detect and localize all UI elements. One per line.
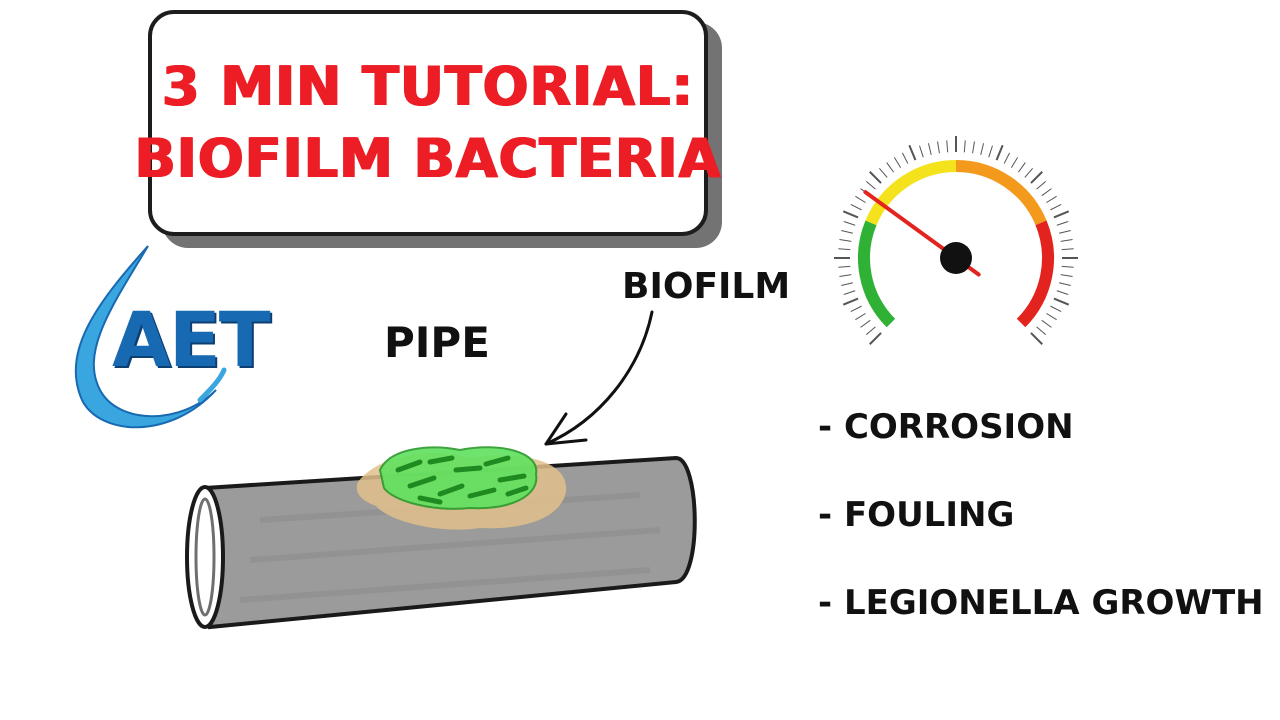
gauge-tick [908,144,917,161]
effect-item-corrosion: - CORROSION [818,407,1074,447]
gauge-tick [865,180,876,190]
gauge-tick [1061,265,1074,268]
gauge-tick [1061,248,1074,251]
gauge-tick [842,297,859,306]
gauge-tick [839,239,852,242]
gauge-tick [865,326,876,336]
speedometer-gauge-icon [834,136,1078,345]
gauge-tick [980,143,985,156]
gauge-tick [1050,203,1062,211]
gauge-tick [842,210,859,219]
effects-list: - CORROSION - FOULING - LEGIONELLA GROWT… [818,402,1264,666]
water-drop-swoosh-icon [74,245,227,429]
gauge-tick [1041,188,1052,197]
gauge-tick [838,265,851,268]
gauge-zone-arc [1016,220,1054,328]
gauge-tick [841,282,854,287]
gauge-tick [878,167,888,178]
gauge-tick [1036,180,1047,190]
biofilm-label: BIOFILM [622,266,791,307]
gauge-tick [946,140,949,153]
title-banner: 3 MIN TUTORIAL: BIOFILM BACTERIA [135,10,720,236]
company-logo-text: AET [112,295,271,384]
gauge-tick [860,319,871,328]
gauge-tick [855,195,866,204]
effect-item-fouling: - FOULING [818,495,1015,535]
gauge-tick [901,152,909,164]
gauge-tick [1056,221,1069,226]
gauge-tick [1017,162,1026,173]
pipe-label: PIPE [384,318,490,367]
effect-item-legionella: - LEGIONELLA GROWTH [818,583,1264,623]
title-line-2: BIOFILM BACTERIA [134,127,722,190]
gauge-tick [1024,167,1034,178]
gauge-tick [855,312,866,321]
gauge-tick [1056,290,1069,295]
gauge-zone-arc [865,160,957,226]
gauge-zone-arc [955,160,1047,226]
gauge-tick [843,290,856,295]
gauge-tick [937,141,940,154]
gauge-tick [1030,332,1043,345]
gauge-tick [927,143,932,156]
gauge-zone-arc [858,220,896,328]
gauge-tick [1060,274,1073,277]
gauge-tick [839,274,852,277]
gauge-tick [886,162,895,173]
gauge-tick [1030,171,1043,184]
gauge-tick [1058,282,1071,287]
gauge-tick [869,171,882,184]
gauge-tick [843,221,856,226]
gauge-hub [940,242,972,274]
pipe-illustration [185,455,697,630]
gauge-tick [869,332,882,345]
gauge-tick [1036,326,1047,336]
biofilm-bacteria-cluster [378,446,538,510]
gauge-tick [1050,305,1062,313]
gauge-tick [841,229,854,234]
gauge-tick [988,145,993,158]
gauge-tick [1046,195,1057,204]
gauge-tick [1053,297,1070,306]
gauge-tick [1041,319,1052,328]
gauge-tick [1010,157,1019,168]
gauge-tick [850,203,862,211]
gauge-tick [963,140,966,153]
gauge-tick [1003,152,1011,164]
gauge-tick [893,157,902,168]
title-line-1: 3 MIN TUTORIAL: [161,55,695,118]
gauge-tick [1053,210,1070,219]
gauge-tick [838,248,851,251]
gauge-tick [972,141,975,154]
gauge-tick [1058,229,1071,234]
pointer-arrow [544,310,654,446]
gauge-tick [995,144,1004,161]
gauge-tick [919,145,924,158]
gauge-tick [1046,312,1057,321]
gauge-tick [1060,239,1073,242]
gauge-tick [850,305,862,313]
